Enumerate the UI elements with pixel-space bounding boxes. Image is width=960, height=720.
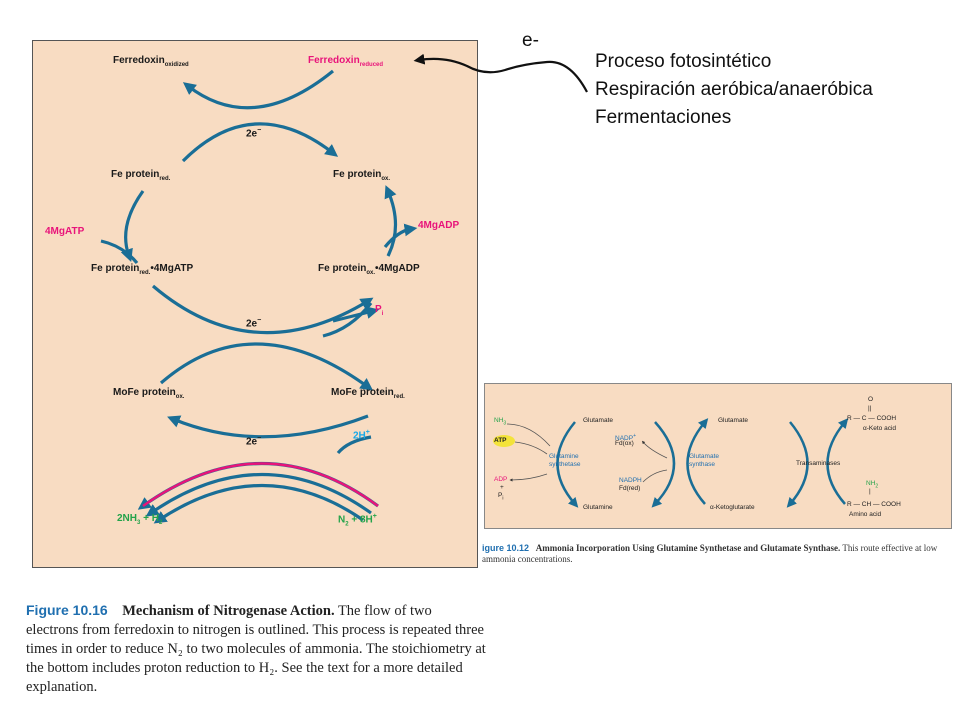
- figure-10-16: Ferredoxinoxidized Ferredoxinreduced 2e−…: [20, 36, 486, 706]
- nitrogenase-diagram-panel: Ferredoxinoxidized Ferredoxinreduced 2e−…: [32, 40, 478, 568]
- glutamate-synthase-2: synthase: [689, 461, 716, 468]
- arrow-fe-ox-up: [384, 185, 398, 257]
- mgadp-label: 4MgADP: [418, 220, 460, 231]
- fe-protein-ox: Fe proteinox.: [333, 169, 391, 182]
- transaminase-arc-left: [786, 421, 809, 508]
- nitrogenase-arrows: [100, 69, 418, 524]
- atp-label: ATP: [494, 437, 507, 444]
- ammonia-incorporation-panel: NH3 ATP ADP + Pi Glutamate Glutamine Glu…: [484, 383, 952, 529]
- plus-label: +: [500, 484, 504, 491]
- caption2-figure-title: Ammonia Incorporation Using Glutamine Sy…: [535, 543, 841, 553]
- arrow-to-mofe-red: [159, 342, 374, 391]
- transaminase-arc-right: [826, 418, 849, 505]
- ferredoxin-oxidized: Ferredoxinoxidized: [113, 55, 189, 68]
- annotation-line-2: Respiración aeróbica/anaeróbica: [595, 79, 873, 100]
- keto-o: O: [868, 396, 874, 403]
- atp-in: [514, 441, 548, 455]
- glutamine: Glutamine: [583, 504, 613, 511]
- fe-protein-red-mgatp: Fe proteinred.•4MgATP: [91, 263, 194, 276]
- fe-protein-red: Fe proteinred.: [111, 169, 171, 182]
- arrow-n2-2: [145, 472, 372, 517]
- amino-bond: |: [869, 488, 871, 495]
- gs-arc: [556, 421, 579, 508]
- atp-highlight: [493, 435, 515, 447]
- electron-flow-arrow: [413, 53, 588, 93]
- glutamate-synthase-1: Glutamate: [689, 453, 719, 460]
- ammonia-hydrogen-products: 2NH3 + H2: [117, 513, 163, 526]
- caption-figure-number: Figure 10.16: [26, 602, 108, 618]
- glutamate-2: Glutamate: [718, 417, 748, 424]
- nadp-label: NADP+: [615, 433, 636, 443]
- annotation-line-1: Proceso fotosintético: [595, 51, 772, 72]
- nadp-out: [641, 440, 668, 459]
- mofe-protein-red: MoFe proteinred.: [331, 387, 405, 400]
- caption-text: The flow of two electrons from ferredoxi…: [26, 603, 486, 695]
- two-electrons-top: 2e−: [246, 127, 262, 140]
- two-protons-label: 2H+: [353, 429, 370, 442]
- mgatp-label: 4MgATP: [45, 226, 85, 237]
- arrow-to-fe-ox-mgadp: [151, 284, 374, 335]
- figure-10-12-caption: igure 10.12 Ammonia Incorporation Using …: [482, 543, 954, 565]
- electron-label: e-: [522, 30, 539, 51]
- amino-nh2: NH2: [866, 480, 879, 490]
- nitrogen-protons-substrates: N2 + 8H+: [338, 513, 377, 528]
- glutamine-synthetase-1: Glutamine: [549, 453, 579, 460]
- fd-ox-label: Fd(ox): [615, 440, 634, 447]
- annotation-line-3: Fermentaciones: [595, 107, 732, 128]
- amino-acid-label: Amino acid: [849, 511, 882, 518]
- amino-acid-formula: R — CH — COOH: [847, 501, 901, 508]
- keto-double-bond: ||: [868, 405, 872, 412]
- nadph-label: NADPH: [619, 477, 642, 484]
- adp-label: ADP: [494, 476, 508, 483]
- caption2-text: This route effective at low ammonia conc…: [482, 543, 938, 564]
- arrow-to-fe-protein-ox: [181, 122, 339, 163]
- arrow-n2-3: [153, 483, 364, 524]
- arrow-to-ferredoxin-ox: [182, 69, 335, 110]
- mofe-protein-ox: MoFe proteinox.: [113, 387, 185, 400]
- two-electrons-bottom: 2e−: [246, 435, 262, 448]
- gls-arc-left: [651, 421, 676, 508]
- ammonia-arrows: [493, 418, 849, 508]
- pi-label-2: Pi: [498, 492, 504, 502]
- nadph-in: [642, 469, 668, 483]
- keto-acid-formula: R — C — COOH: [847, 415, 897, 422]
- arrow-mgatp-in: [100, 239, 139, 265]
- arrow-pi-out: [332, 306, 380, 323]
- figure-10-16-caption: Figure 10.16 Mechanism of Nitrogenase Ac…: [26, 601, 486, 697]
- figure-10-12: NH3 ATP ADP + Pi Glutamate Glutamine Glu…: [482, 383, 954, 578]
- caption2-figure-number: igure 10.12: [482, 543, 530, 553]
- gls-arc-right: [686, 418, 709, 505]
- pi-label: Pi: [375, 304, 384, 317]
- fe-protein-ox-mgadp: Fe proteinox.•4MgADP: [318, 263, 420, 276]
- nh3-label: NH3: [494, 417, 507, 427]
- arrow-mgadp-out: [383, 223, 418, 249]
- nh3-in: [506, 423, 551, 447]
- fd-red-label: Fd(red): [619, 485, 641, 492]
- arrow-to-mofe-ox: [167, 414, 369, 439]
- adp-out: [509, 473, 548, 482]
- transaminases-label: Transaminases: [796, 460, 841, 467]
- alpha-ketoglutarate: α-Ketoglutarate: [710, 504, 755, 511]
- caption-figure-title: Mechanism of Nitrogenase Action.: [122, 603, 335, 619]
- arrow-fe-red-down: [120, 190, 145, 263]
- alpha-keto-acid: α-Keto acid: [863, 425, 897, 432]
- ferredoxin-reduced: Ferredoxinreduced: [308, 55, 384, 68]
- glutamine-synthetase-2: synthetase: [549, 461, 581, 468]
- arrow-n2-1-magenta: [142, 462, 379, 508]
- glutamate-1: Glutamate: [583, 417, 613, 424]
- arrow-2h-in: [336, 435, 372, 455]
- two-electrons-middle: 2e−: [246, 317, 262, 330]
